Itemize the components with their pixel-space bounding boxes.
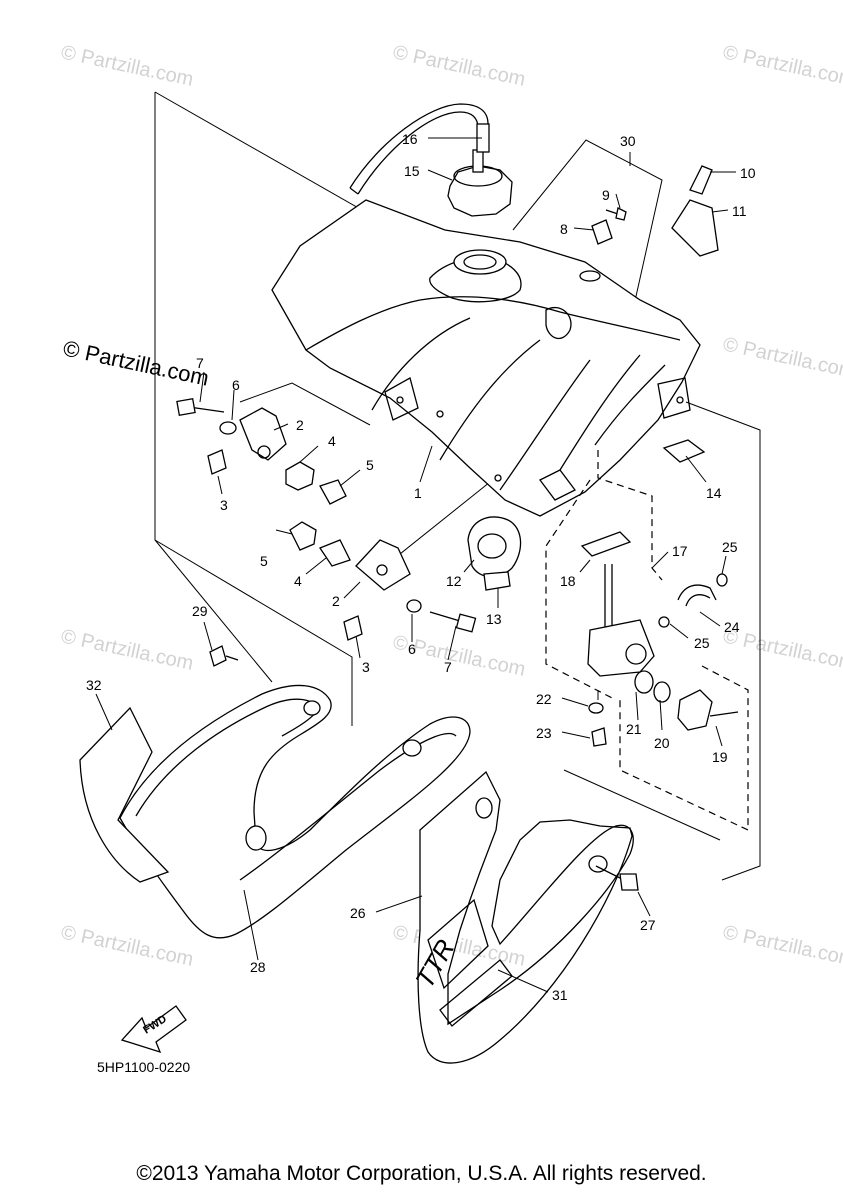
- callout-2: 2: [296, 417, 304, 433]
- callout-25: 25: [722, 539, 738, 555]
- forward-direction-icon: FWD: [120, 1005, 187, 1054]
- top-right-hardware: [591, 165, 719, 257]
- fuel-cock-assembly: [545, 450, 749, 831]
- screw-29: [209, 645, 239, 667]
- watermark: © Partzilla.com: [391, 41, 527, 91]
- callout-7: 7: [196, 355, 204, 371]
- side-cover-left: [79, 684, 471, 939]
- callout-23: 23: [536, 725, 552, 741]
- callout-16: 16: [402, 131, 418, 147]
- callout-6: 6: [232, 377, 240, 393]
- fuel-cap: [447, 149, 513, 217]
- leader-lines: [95, 137, 736, 993]
- callout-24: 24: [724, 619, 740, 635]
- watermark-main: © Partzilla.com: [61, 335, 211, 390]
- callout-26: 26: [350, 905, 366, 921]
- callout-5: 5: [366, 457, 374, 473]
- callout-5: 5: [260, 553, 268, 569]
- callout-10: 10: [740, 165, 756, 181]
- callout-3: 3: [220, 497, 228, 513]
- callout-14: 14: [706, 485, 722, 501]
- callout-31: 31: [552, 987, 568, 1003]
- watermark: © Partzilla.com: [721, 921, 843, 971]
- callout-3: 3: [362, 659, 370, 675]
- side-cover-right: TTR: [409, 770, 639, 1064]
- callout-27: 27: [640, 917, 656, 933]
- watermark: © Partzilla.com: [59, 41, 195, 91]
- callout-22: 22: [536, 691, 552, 707]
- callout-28: 28: [250, 959, 266, 975]
- diagram-code: 5HP1100-0220: [97, 1059, 190, 1075]
- callout-30: 30: [620, 133, 636, 149]
- callout-12: 12: [446, 573, 462, 589]
- callout-9: 9: [602, 187, 610, 203]
- callouts: 1 2 2 3 3 4 4 5 5 6 6 7 7 8 9 10 11 12 1…: [86, 131, 756, 1003]
- callout-4: 4: [328, 433, 336, 449]
- watermark: © Partzilla.com: [721, 41, 843, 91]
- breather-hose: [349, 103, 490, 195]
- callout-11: 11: [732, 203, 747, 219]
- callout-19: 19: [712, 749, 728, 765]
- watermark: © Partzilla.com: [59, 625, 195, 675]
- callout-4: 4: [294, 573, 302, 589]
- callout-2: 2: [332, 593, 340, 609]
- copyright-footer: ©2013 Yamaha Motor Corporation, U.S.A. A…: [136, 1162, 707, 1185]
- callout-32: 32: [86, 677, 102, 693]
- callout-20: 20: [654, 735, 670, 751]
- callout-25: 25: [694, 635, 710, 651]
- damper-pad: [662, 439, 706, 463]
- callout-18: 18: [560, 573, 576, 589]
- callout-13: 13: [486, 611, 502, 627]
- callout-8: 8: [560, 221, 568, 237]
- watermark: © Partzilla.com: [721, 333, 843, 383]
- fuel-tank: [271, 199, 701, 517]
- mount-bracket-lower: [289, 521, 477, 641]
- callout-29: 29: [192, 603, 208, 619]
- fuel-band: [467, 516, 522, 591]
- callout-1: 1: [414, 485, 422, 501]
- callout-21: 21: [626, 721, 642, 737]
- watermark: © Partzilla.com: [59, 921, 195, 971]
- callout-6: 6: [408, 641, 416, 657]
- mount-bracket-upper: [176, 397, 347, 505]
- callout-15: 15: [404, 163, 420, 179]
- callout-17: 17: [672, 543, 688, 559]
- callout-7: 7: [444, 659, 452, 675]
